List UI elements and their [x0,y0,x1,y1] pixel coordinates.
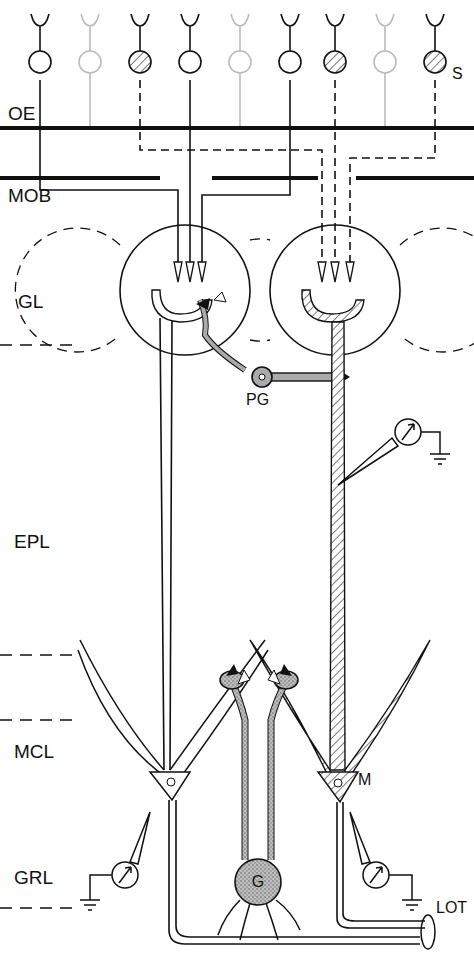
layer-label: M [358,772,371,788]
layer-label: MOB [8,186,51,205]
layer-label: GRL [14,868,53,887]
layer-label: GL [18,292,43,311]
layer-label: OE [8,104,35,123]
layer-label: PG [246,392,269,408]
layer-label: EPL [14,532,50,551]
layer-label: LOT [436,900,467,916]
layer-label: S [452,66,463,82]
layer-label: G [252,874,264,890]
layer-label: MCL [14,742,54,761]
